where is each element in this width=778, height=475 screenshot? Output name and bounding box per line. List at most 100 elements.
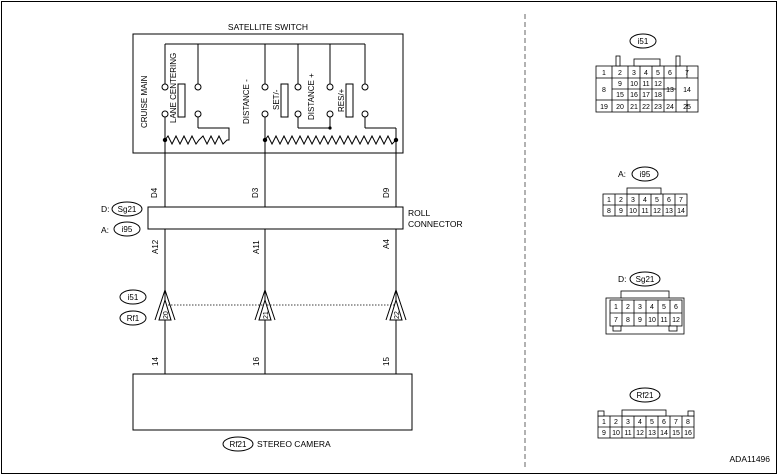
joint-connectors: 20 21 22 i51 Rf1: [119, 288, 407, 326]
rf21-pin-4: 4: [638, 419, 642, 426]
i51-pin-3: 3: [632, 70, 636, 77]
satellite-switch: SATELLITE SWITCH: [132, 22, 404, 154]
switch-top-contacts: [161, 83, 369, 91]
i95-pin-3: 3: [631, 197, 635, 204]
rf21-pin-5: 5: [650, 419, 654, 426]
joint-tag-lower-oval: [119, 310, 147, 326]
i95-pin-7: 7: [679, 197, 683, 204]
i95-pin-6: 6: [667, 197, 671, 204]
joint-tag-upper: i51: [128, 293, 139, 302]
rf21-pin-6: 6: [662, 419, 666, 426]
rf21-pin-16: 16: [684, 430, 692, 437]
sg21-pin-1: 1: [614, 304, 618, 311]
joint-connector-21: 21: [254, 288, 276, 321]
sg21-pin-10: 10: [648, 317, 656, 324]
i95-pin-4: 4: [643, 197, 647, 204]
i51-pin-22: 22: [642, 104, 650, 111]
pin-label-d9: D9: [382, 187, 391, 198]
connector-rf21-tag-oval: [629, 387, 661, 403]
i51-pin-9: 9: [618, 81, 622, 88]
i51-pin-10: 10: [630, 81, 638, 88]
sg21-pin-9: 9: [638, 317, 642, 324]
resistor-ladder-left: [164, 127, 230, 146]
i51-pin-23: 23: [654, 104, 662, 111]
rf21-pin-7: 7: [674, 419, 678, 426]
i51-pin-15: 15: [616, 92, 624, 99]
i51-pin-12: 12: [654, 81, 662, 88]
i51-pin-25: 25: [683, 104, 691, 111]
i95-pin-13: 13: [665, 208, 673, 215]
rf21-pin-12: 12: [636, 430, 644, 437]
roll-connector: ROLL CONNECTOR D: Sg21 A: i95: [101, 201, 463, 237]
label-set-minus: SET/-: [272, 89, 281, 110]
joint-tag-lower: Rf1: [127, 314, 140, 323]
i51-pin-21: 21: [630, 104, 638, 111]
rf21-pin-14: 14: [660, 430, 668, 437]
roll-connector-box: [147, 206, 404, 230]
i51-pin-13: 13: [666, 87, 674, 94]
connector-rf21: Rf21 1 2 3 4 5 6 7 8 9 10 11: [597, 387, 695, 439]
pin-label-a4: A4: [382, 239, 391, 249]
i51-pin-6: 6: [668, 70, 672, 77]
joint-number-20: 20: [163, 311, 170, 319]
roll-connector-label-1: ROLL: [408, 208, 430, 218]
i51-pin-16: 16: [630, 92, 638, 99]
i51-pin-1: 1: [602, 70, 606, 77]
switch-title: SATELLITE SWITCH: [228, 22, 308, 32]
sg21-pin-7: 7: [614, 317, 618, 324]
connector-i95-prefix: A:: [618, 169, 626, 179]
roll-tag-d-oval: [111, 201, 143, 217]
connector-i95-tag-oval: [631, 166, 659, 182]
rf21-pin-13: 13: [648, 430, 656, 437]
roll-connector-label-2: CONNECTOR: [408, 219, 463, 229]
sg21-pin-5: 5: [662, 304, 666, 311]
joint-connector-20: 20: [154, 288, 176, 321]
i51-pin-24: 24: [666, 104, 674, 111]
connector-i51-tag-oval: [629, 33, 657, 49]
i95-pin-2: 2: [619, 197, 623, 204]
sg21-pin-2: 2: [626, 304, 630, 311]
i51-pin-4: 4: [644, 70, 648, 77]
connector-rf21-title: Rf21: [637, 391, 654, 400]
i51-pin-14: 14: [683, 87, 691, 94]
i51-pin-5: 5: [656, 70, 660, 77]
sg21-pin-11: 11: [660, 317, 667, 324]
roll-tag-d: Sg21: [118, 205, 137, 214]
connector-i95: A: i95 1 2 3 4 5 6 7 8 9 10 11 12 1: [602, 166, 688, 217]
connector-i51-title: i51: [638, 37, 649, 46]
rf21-pin-8: 8: [686, 419, 690, 426]
joint-number-22: 22: [394, 311, 401, 319]
switch-actuators: [177, 83, 354, 118]
drawing-code: ADA11496: [730, 454, 771, 464]
label-distance-plus: DISTANCE +: [307, 73, 316, 120]
camera-pin-15: 15: [382, 357, 391, 366]
harness-wires: [164, 140, 397, 374]
rf21-pin-1: 1: [602, 419, 606, 426]
i51-pin-20: 20: [616, 104, 624, 111]
sg21-pin-4: 4: [650, 304, 654, 311]
joint-connector-22: 22: [385, 288, 407, 321]
connector-sg21-tag-oval: [629, 271, 661, 287]
sg21-pin-8: 8: [626, 317, 630, 324]
pin-label-d3: D3: [251, 187, 260, 198]
switch-bottom-contacts: [161, 110, 369, 118]
roll-tag-a-prefix: A:: [101, 225, 109, 235]
camera-pin-14: 14: [151, 357, 160, 366]
joint-number-21: 21: [263, 311, 270, 319]
sg21-pin-6: 6: [674, 304, 678, 311]
connector-i95-title: i95: [640, 170, 651, 179]
label-cruise-main: CRUISE MAIN: [140, 75, 149, 128]
resistor-ladder-right: [264, 134, 397, 146]
rf21-pin-2: 2: [614, 419, 618, 426]
rf21-pin-15: 15: [672, 430, 680, 437]
i95-pin-11: 11: [641, 208, 648, 215]
i51-pin-18: 18: [654, 92, 662, 99]
camera-label: STEREO CAMERA: [257, 439, 331, 449]
i51-pin-19: 19: [600, 104, 608, 111]
roll-tag-d-prefix: D:: [101, 204, 110, 214]
pin-label-a12: A12: [151, 239, 160, 254]
connector-sg21-prefix: D:: [618, 274, 627, 284]
i95-pin-8: 8: [607, 208, 611, 215]
i51-pin-11: 11: [642, 81, 649, 88]
